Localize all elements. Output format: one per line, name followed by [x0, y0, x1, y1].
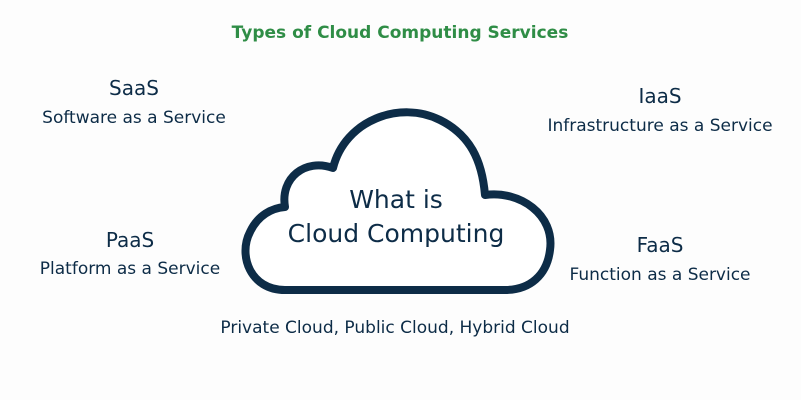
saas-name: Software as a Service [42, 108, 226, 128]
paas-name: Platform as a Service [39, 259, 221, 279]
faas-abbr: FaaS [636, 233, 684, 257]
faas-name: Function as a Service [569, 265, 751, 285]
saas-abbr: SaaS [109, 76, 159, 100]
cloud-label: What is Cloud Computing [288, 183, 505, 251]
cloud-label-line1: What is [349, 185, 443, 214]
cloud-label-line2: Cloud Computing [287, 219, 505, 248]
iaas-name: Infrastructure as a Service [547, 116, 773, 136]
diagram-title: Types of Cloud Computing Services [231, 23, 569, 43]
iaas-abbr: IaaS [638, 84, 682, 108]
paas-abbr: PaaS [105, 228, 155, 252]
deployment-models: Private Cloud, Public Cloud, Hybrid Clou… [220, 318, 570, 338]
